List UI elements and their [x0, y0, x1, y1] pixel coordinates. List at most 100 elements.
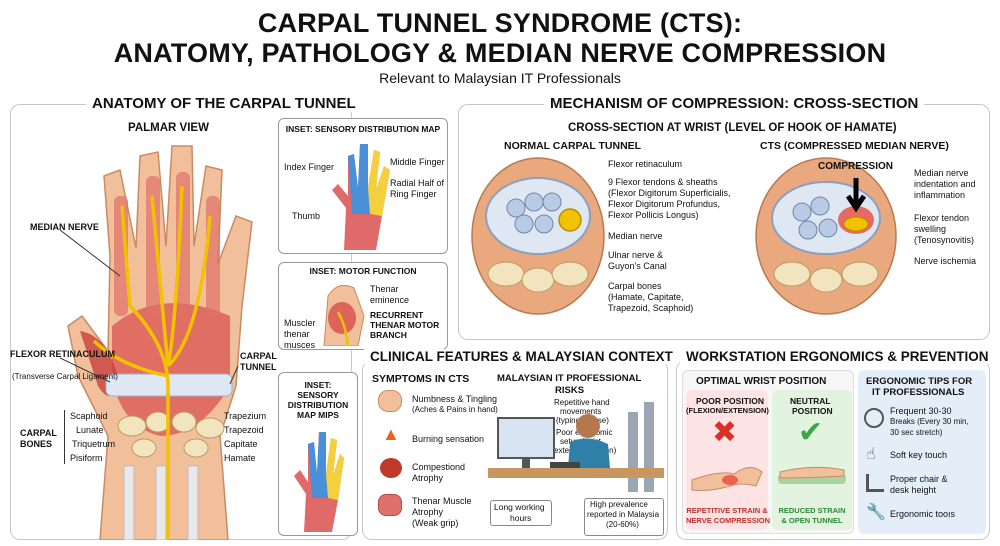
flexor-retinaculum-sub: (Transverse Carpal Ligament) [12, 372, 118, 381]
recurrent-branch-path [336, 311, 350, 346]
thenar-label-1: Thenar [370, 284, 399, 294]
check-icon: ✔ [798, 416, 824, 449]
normal-tendon-4 [514, 214, 534, 234]
carpal-bone-2 [145, 411, 171, 433]
compression-label: COMPRESSION [818, 161, 894, 172]
small-yellow-zone [326, 438, 344, 500]
risk-prev-3: (20-60%) [606, 520, 639, 529]
mechanism-subtitle: CROSS-SECTION AT WRIST (LEVEL OF HOOK OF… [568, 122, 897, 134]
clock-icon [864, 408, 884, 428]
muscle-label-3: musces [284, 340, 316, 350]
inset-motor-function [278, 262, 448, 350]
it-worker-scene [488, 402, 664, 492]
numbness-hand-icon [378, 390, 402, 412]
risk-hours-1: Long working [494, 502, 545, 512]
palmar-view-label: PALMAR VIEW [128, 122, 209, 134]
normal-cross-section [471, 157, 605, 315]
cts-tendon-4 [818, 218, 838, 238]
flexor-ret-label: Flexor retinaculum [608, 159, 683, 169]
ischemia-label: Nerve ischemia [914, 256, 977, 266]
tips-title-2: IT PROFESSIONALS [872, 387, 965, 398]
tunnel-pointer [229, 365, 239, 385]
neutral-label-1: NEUTRAL [790, 396, 831, 406]
carpal-cs-label-1: Carpal bones [608, 281, 662, 291]
bone-trapezium: Trapezium [224, 411, 267, 421]
symptom-4-line1: Thenar Muscle [412, 496, 472, 506]
cts-compressed-nerve [843, 216, 869, 232]
anatomy-title: ANATOMY OF THE CARPAL TUNNEL [86, 95, 362, 112]
risk-prev-2: reported in Malaysia [587, 510, 660, 519]
finger-tendon-4 [206, 196, 220, 316]
symptom-1-line2: (Aches & Pains in hand) [412, 405, 498, 414]
normal-median-nerve [558, 208, 582, 232]
carpal-cs-label-3: Trapezoid, Scaphoid) [608, 303, 694, 313]
carpal-cs-label-2: (Hamate, Capitate, [608, 292, 684, 302]
bone-lunate: Lunate [76, 425, 104, 435]
inset-sensory-title: INSET: SENSORY DISTRIBUTION MAP [285, 124, 441, 134]
risk-prevalence-box [584, 498, 664, 536]
cts-tendon-2 [810, 196, 830, 216]
swell-label-3: (Tenosynovitis) [914, 235, 975, 245]
risk-hours-2: hours [510, 513, 532, 523]
inset-small-title-4: MAP MIPS [297, 410, 339, 420]
heart-organ-icon [380, 458, 402, 478]
neutral-wrist-illustration [778, 466, 846, 484]
symptom-4-line2: Atrophy [412, 507, 444, 517]
tip2: Soft key touch [890, 450, 948, 460]
sensory-blue-zone [348, 144, 372, 214]
sensory-hand-illustration [332, 144, 390, 250]
normal-bone-1 [487, 261, 525, 287]
poor-wrist-illustration [691, 467, 763, 491]
carpal-bone-3 [171, 411, 197, 433]
page-subtitle: Relevant to Malaysian IT Professionals [379, 70, 621, 86]
bone-triquetrum: Triquetrum [72, 439, 116, 449]
tip3-line1: Proper chair & [890, 474, 948, 484]
cts-bone-2 [809, 267, 843, 293]
symptom-3-line2: Atrophy [412, 473, 444, 483]
bones-left-bracket [64, 410, 65, 464]
symptom-4-line3: (Weak grip) [412, 518, 459, 528]
desk [488, 468, 664, 478]
carpal-tunnel-label-2: TUNNEL [240, 362, 277, 372]
risk-rep-2: movements [560, 407, 602, 416]
flexor-retinaculum-label: FLEXOR RETINACULUM [10, 349, 115, 359]
tendons-label-1: 9 Flexor tendons & sheaths [608, 177, 718, 187]
neutral-result-2: & OPEN TUNNEL [781, 516, 843, 525]
worker-torso [568, 438, 610, 468]
ulnar-label-2: Guyon's Canal [608, 261, 667, 271]
risks-title-2: RISKS [555, 385, 585, 396]
risks-title-1: MALAYSIAN IT PROFESSIONAL [497, 373, 642, 384]
thenar-muscle-icon [378, 494, 402, 516]
chair-icon [866, 474, 884, 492]
median-nerve-label: MEDIAN NERVE [30, 222, 99, 232]
radial-half-label-2: Ring Finger [390, 189, 437, 199]
cts-bone-1 [773, 261, 811, 287]
keyboard-icon [550, 462, 580, 468]
normal-bone-2 [521, 267, 555, 293]
thumb-label: Thumb [292, 211, 321, 221]
worker-head [576, 414, 600, 438]
poor-result-2: NERVE COMPRESSION [686, 516, 771, 525]
poor-label-1: POOR POSITION [696, 396, 765, 406]
recurrent-label-1: RECURRENT [370, 310, 424, 320]
tip4: Ergonomic tooıs [890, 509, 956, 519]
indent-label-1: Median nerve [914, 168, 969, 178]
inset-small-title-1: INSET: [304, 380, 332, 390]
small-sensory-hand [294, 432, 344, 532]
symptom-1-line1: Numbness & Tingling [412, 394, 498, 404]
tip3-line2: desk height [890, 485, 937, 495]
swell-label-1: Flexor tendon [914, 213, 970, 223]
normal-tunnel-title: NORMAL CARPAL TUNNEL [504, 140, 642, 152]
neutral-position-box [772, 390, 852, 530]
indent-label-3: inflammation [914, 190, 966, 200]
tip1-line1: Frequent 30-30 [890, 406, 952, 416]
poor-label-2: (FLEXION/EXTENSION) [686, 406, 769, 415]
normal-tendon-2 [524, 192, 544, 212]
thenar-label-2: eminence [370, 295, 410, 305]
middle-finger-label: Middle Finger [390, 157, 445, 167]
carpal-bones-label-2: BONES [20, 439, 53, 449]
cts-tendon-1 [792, 202, 812, 222]
clinical-title: CLINICAL FEATURES & MALAYSIAN CONTEXT [364, 349, 679, 364]
neutral-label-2: POSITION [792, 406, 833, 416]
retinaculum-pointer [60, 357, 111, 383]
